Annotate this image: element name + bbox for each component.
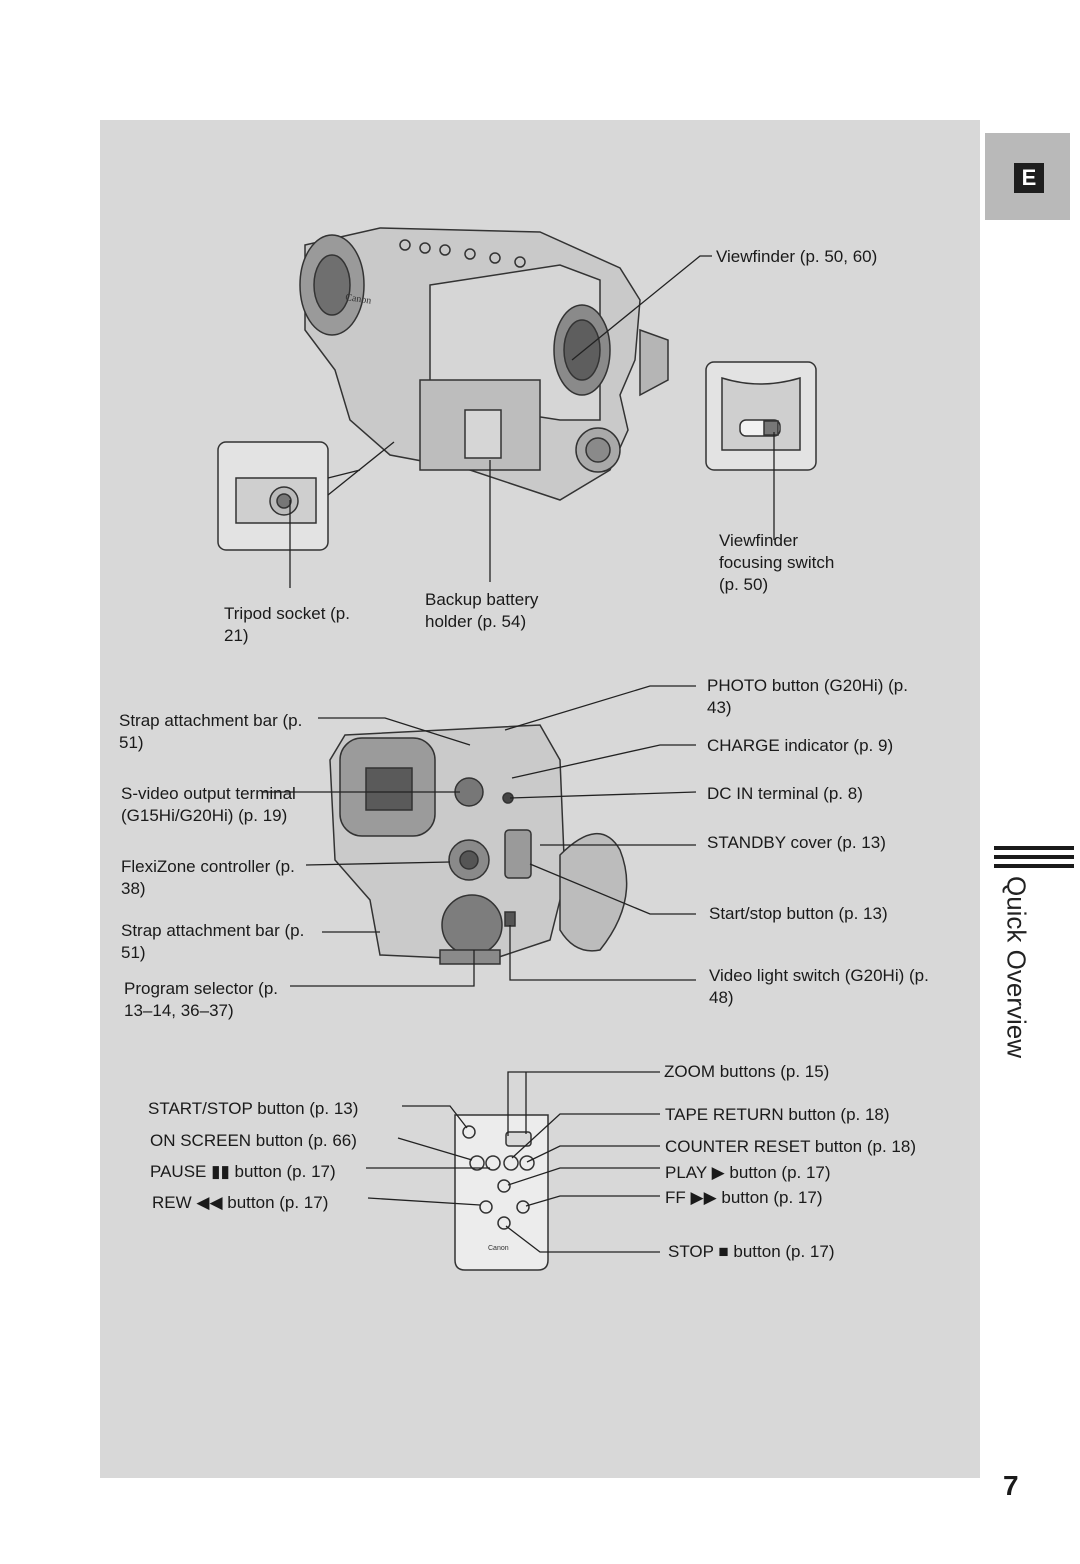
page-number: 7: [1003, 1470, 1019, 1501]
label-backup-battery-holder: Backup battery holder (p. 54): [425, 590, 539, 631]
label-remote-rew: REW ◀◀ button (p. 17): [152, 1193, 329, 1212]
label-flexizone: FlexiZone controller (p. 38): [121, 857, 295, 898]
label-remote-counter-reset: COUNTER RESET button (p. 18): [665, 1137, 916, 1156]
label-tripod-socket: Tripod socket (p. 21): [224, 604, 350, 645]
remote-brand-text: Canon: [488, 1245, 509, 1252]
label-strap-bar-lower: Strap attachment bar (p. 51): [121, 921, 305, 962]
label-program-selector: Program selector (p. 13–14, 36–37): [124, 979, 278, 1020]
label-s-video: S-video output terminal (G15Hi/G20Hi) (p…: [121, 784, 296, 825]
label-remote-tape-return: TAPE RETURN button (p. 18): [665, 1105, 890, 1124]
language-tab-letter: E: [1021, 165, 1037, 190]
remote-drawing: [454, 1114, 549, 1271]
label-start-stop: Start/stop button (p. 13): [709, 904, 888, 923]
label-viewfinder: Viewfinder (p. 50, 60): [716, 247, 878, 266]
label-video-light: Video light switch (G20Hi) (p. 48): [709, 966, 929, 1007]
language-tab-box: [1014, 163, 1044, 193]
label-remote-zoom: ZOOM buttons (p. 15): [664, 1062, 830, 1081]
label-remote-play: PLAY ▶ button (p. 17): [665, 1163, 831, 1182]
label-dc-in: DC IN terminal (p. 8): [707, 784, 863, 803]
label-charge-indicator: CHARGE indicator (p. 9): [707, 736, 894, 755]
label-standby-cover: STANDBY cover (p. 13): [707, 833, 886, 852]
label-remote-start-stop: START/STOP button (p. 13): [148, 1099, 359, 1118]
label-remote-ff: FF ▶▶ button (p. 17): [665, 1188, 823, 1207]
callout-lines: [262, 255, 775, 1253]
camcorder-top-drawing: [299, 227, 669, 501]
section-marker-bars: [994, 846, 1074, 873]
label-strap-bar-upper: Strap attachment bar (p. 51): [119, 711, 303, 752]
camcorder-brand-text: Canon: [345, 292, 372, 307]
label-photo-button: PHOTO button (G20Hi) (p. 43): [707, 676, 908, 717]
label-remote-pause: PAUSE ▮▮ button (p. 17): [150, 1162, 336, 1181]
label-remote-stop: STOP ■ button (p. 17): [668, 1242, 835, 1261]
camcorder-rear-drawing: [329, 724, 628, 965]
label-viewfinder-focusing-switch: Viewfinder focusing switch (p. 50): [719, 531, 835, 594]
label-remote-on-screen: ON SCREEN button (p. 66): [150, 1131, 357, 1150]
